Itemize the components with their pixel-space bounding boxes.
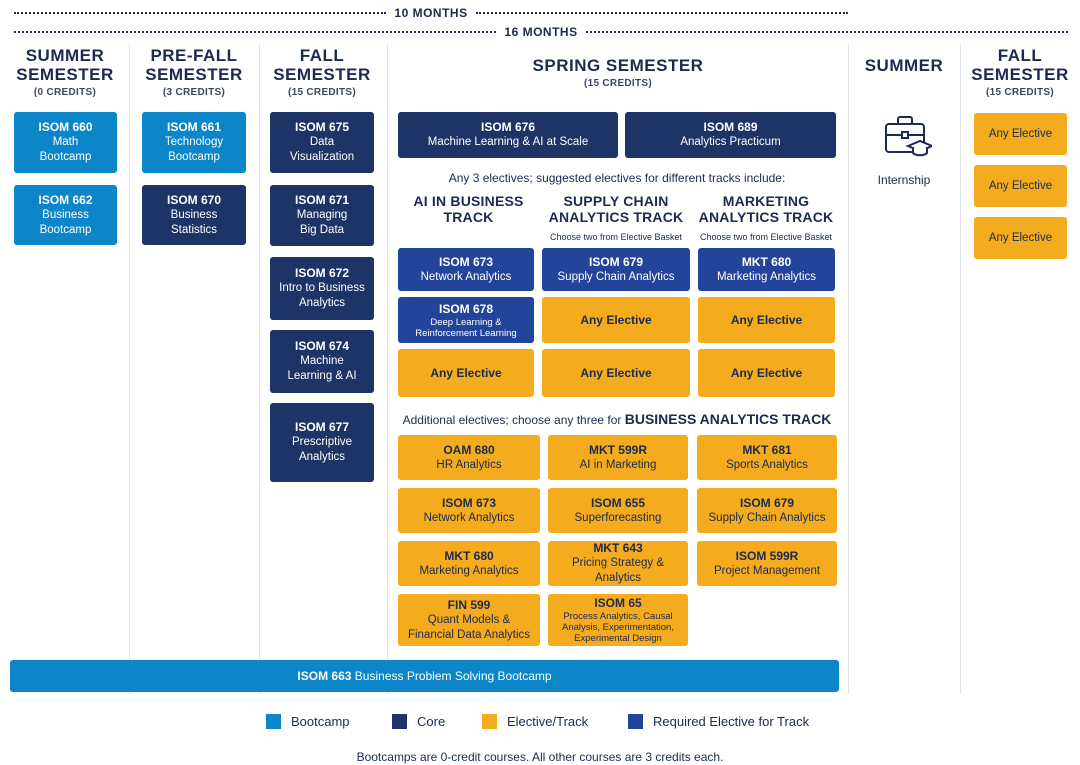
ten-months-bar: 10 MONTHS bbox=[14, 4, 848, 22]
column-divider bbox=[387, 44, 388, 694]
sixteen-months-bar: 16 MONTHS bbox=[14, 23, 1068, 41]
fall2-any-elective-2[interactable]: Any Elective bbox=[974, 165, 1067, 207]
column-divider bbox=[259, 44, 260, 694]
column-divider bbox=[960, 44, 961, 694]
legend-core: Core bbox=[392, 714, 445, 729]
bootcamp-bar-isom663[interactable]: ISOM 663 Business Problem Solving Bootca… bbox=[10, 660, 839, 692]
any-elective-marketing-2[interactable]: Any Elective bbox=[698, 349, 835, 397]
any-elective-supply-2[interactable]: Any Elective bbox=[542, 349, 690, 397]
footnote: Bootcamps are 0-credit courses. All othe… bbox=[356, 750, 724, 764]
legend-required-elective: Required Elective for Track bbox=[628, 714, 809, 729]
fall2-credits: (15 CREDITS) bbox=[985, 87, 1055, 98]
additional-intro: Additional electives; choose any three f… bbox=[402, 411, 832, 427]
spring-semester-header: SPRING SEMESTER (15 CREDITS) bbox=[396, 56, 840, 91]
summer-credits: (0 CREDITS) bbox=[33, 87, 97, 98]
column-divider bbox=[848, 44, 849, 694]
legend-bootcamp: Bootcamp bbox=[266, 714, 350, 729]
fall2-any-elective-1[interactable]: Any Elective bbox=[974, 113, 1067, 155]
internship-label: Internship bbox=[877, 173, 931, 187]
legend-swatch bbox=[266, 714, 281, 729]
track-marketing-note: Choose two from Elective Basket bbox=[699, 232, 833, 242]
fall-credits: (15 CREDITS) bbox=[287, 87, 357, 98]
summer-internship-header: SUMMER bbox=[864, 56, 944, 75]
legend-elective-track: Elective/Track bbox=[482, 714, 588, 729]
any-elective-ai[interactable]: Any Elective bbox=[398, 349, 534, 397]
any-elective-marketing-1[interactable]: Any Elective bbox=[698, 297, 835, 343]
prefall-credits: (3 CREDITS) bbox=[162, 87, 226, 98]
sixteen-months-label: 16 MONTHS bbox=[504, 25, 578, 39]
legend-swatch bbox=[628, 714, 643, 729]
spring-credits: (15 CREDITS) bbox=[583, 78, 653, 89]
ten-months-label: 10 MONTHS bbox=[394, 6, 468, 20]
legend-swatch bbox=[392, 714, 407, 729]
any-elective-supply-1[interactable]: Any Elective bbox=[542, 297, 690, 343]
fall2-any-elective-3[interactable]: Any Elective bbox=[974, 217, 1067, 259]
business-analytics-track-label: BUSINESS ANALYTICS TRACK bbox=[624, 411, 832, 427]
legend-swatch bbox=[482, 714, 497, 729]
briefcase-graduation-icon bbox=[878, 108, 935, 160]
track-supply-note: Choose two from Elective Basket bbox=[549, 232, 683, 242]
electives-intro: Any 3 electives; suggested electives for… bbox=[448, 171, 786, 185]
column-divider bbox=[129, 44, 130, 694]
